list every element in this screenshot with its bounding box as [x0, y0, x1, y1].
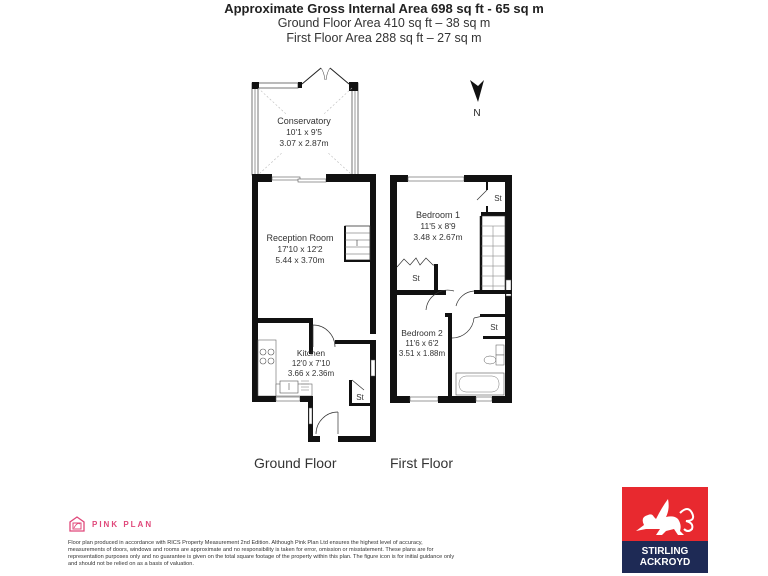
gross-area-title: Approximate Gross Internal Area 698 sq f… — [224, 1, 544, 16]
disclaimer-text: Floor plan produced in accordance with R… — [68, 540, 455, 567]
stirling-ackroyd-logo: STIRLING ACKROYD — [622, 487, 708, 573]
area-header: Approximate Gross Internal Area 698 sq f… — [0, 1, 768, 46]
french-door-icon — [301, 67, 350, 85]
griffin-icon — [636, 499, 695, 535]
stairs-icon — [479, 215, 506, 294]
bedroom-1-imperial: 11'5 x 8'9 — [420, 221, 455, 231]
wardrobe-icon — [396, 257, 438, 292]
bedroom-1-name: Bedroom 1 — [416, 210, 460, 220]
first-floor-label: First Floor — [390, 455, 453, 471]
kitchen: St Kitchen 12'0 x 7'10 3.66 x 2.36m — [252, 324, 376, 442]
first-store-label-2: St — [412, 274, 420, 283]
first-store-label-1: St — [494, 194, 502, 203]
bedroom-2-metric: 3.51 x 1.88m — [399, 349, 446, 358]
first-floor-area: First Floor Area 288 sq ft – 27 sq m — [286, 31, 482, 45]
ground-store-label: St — [356, 393, 364, 402]
reception-room-metric: 5.44 x 3.70m — [275, 255, 324, 265]
pink-plan-name: PINK PLAN — [92, 519, 154, 529]
pink-plan-house-icon — [69, 516, 85, 532]
pink-plan-brand: PINK PLAN — [68, 516, 153, 532]
basin-icon — [495, 344, 505, 356]
bedroom-2-imperial: 11'6 x 6'2 — [405, 339, 439, 348]
north-label: N — [473, 108, 480, 119]
bedroom-1-metric: 3.48 x 2.67m — [413, 232, 462, 242]
logo-line-2: ACKROYD — [639, 557, 691, 568]
first-floor-plan: St Bedroom 1 11'5 x 8'9 3.48 x 2.67m St — [390, 175, 512, 403]
kitchen-name: Kitchen — [297, 348, 326, 358]
hob-icon — [259, 348, 275, 365]
bedroom-2-name: Bedroom 2 — [401, 328, 443, 338]
first-store-label-3: St — [490, 323, 498, 332]
ground-floor-area: Ground Floor Area 410 sq ft – 38 sq m — [277, 16, 491, 30]
kitchen-imperial: 12'0 x 7'10 — [292, 359, 331, 368]
ground-floor-label: Ground Floor — [254, 455, 337, 471]
kitchen-metric: 3.66 x 2.36m — [288, 369, 335, 378]
sink-icon — [279, 380, 309, 394]
reception-room-imperial: 17'10 x 12'2 — [277, 244, 323, 254]
conservatory-name: Conservatory — [277, 116, 331, 126]
reception-room: Reception Room 17'10 x 12'2 5.44 x 3.70m — [252, 174, 376, 402]
conservatory: Conservatory 10'1 x 9'5 3.07 x 2.87m — [251, 67, 359, 176]
conservatory-metric: 3.07 x 2.87m — [279, 138, 328, 148]
logo-line-1: STIRLING — [641, 546, 689, 557]
toilet-icon — [483, 354, 505, 366]
bath-icon — [455, 372, 505, 396]
north-arrow-icon: N — [470, 80, 484, 119]
reception-room-name: Reception Room — [266, 233, 333, 243]
stairs-icon — [344, 225, 371, 262]
conservatory-imperial: 10'1 x 9'5 — [286, 127, 322, 137]
